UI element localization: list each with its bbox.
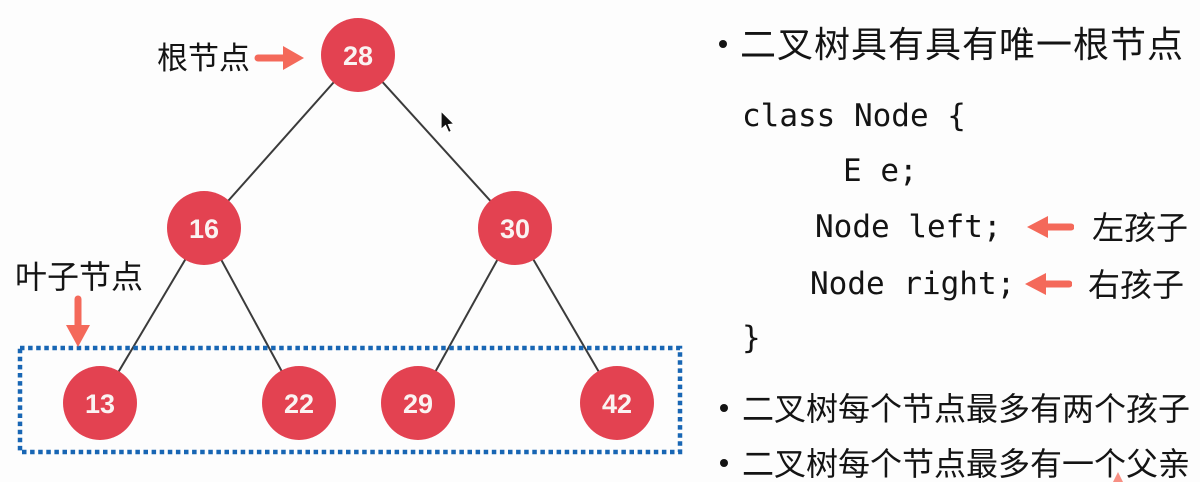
node-value: 42 [602,389,632,419]
node-value: 13 [85,389,115,419]
node-circle [580,366,654,440]
node-value: 29 [403,389,433,419]
bullet-icon [720,459,728,467]
tree-node-30: 30 [478,191,552,265]
arrow-down-icon [66,295,90,347]
mouse-cursor-icon [440,109,456,134]
tree-node-42: 42 [580,366,654,440]
code-line-left: Node left; [815,209,1002,245]
root-pointer-label: 根节点 [157,41,250,76]
note-two-children: 二叉树每个节点最多有两个孩子 [742,391,1191,427]
arrow-left-icon [1025,273,1072,295]
node-circle [262,366,336,440]
node-circle [321,18,395,92]
node-value: 30 [500,214,530,244]
code-line-e: E e; [843,153,918,189]
tree-node-13: 13 [63,366,137,440]
bullet-icon [719,40,727,48]
pen-mark-icon [1113,472,1123,482]
node-value: 22 [284,389,314,419]
node-value: 28 [343,41,373,71]
left-child-label: 左孩子 [1092,210,1189,246]
right-child-label: 右孩子 [1088,267,1185,303]
leaf-nodes-box [17,345,683,455]
node-circle [381,366,455,440]
tree-node-16: 16 [167,191,241,265]
node-value: 16 [189,214,219,244]
arrow-left-icon [1027,216,1074,238]
bullet-icon [720,404,728,412]
node-circle [478,191,552,265]
code-line-right: Node right; [810,266,1016,302]
node-circle [63,366,137,440]
tree-node-22: 22 [262,366,336,440]
code-line-close: } [742,320,761,356]
arrow-right-icon [254,46,304,70]
node-circle [167,191,241,265]
tree-edge [203,54,359,229]
binary-tree-diagram: 28 16 30 13 22 29 42 根节点 叶子节点 [15,18,683,455]
note-unique-root: 二叉树具有具有唯一根节点 [740,24,1185,65]
leaf-pointer-label: 叶子节点 [15,259,143,295]
tree-node-root: 28 [321,18,395,92]
code-line-class-open: class Node { [742,98,966,134]
tree-node-29: 29 [381,366,455,440]
note-one-parent: 二叉树每个节点最多有一个父亲 [742,446,1191,482]
tree-edge [357,54,516,229]
